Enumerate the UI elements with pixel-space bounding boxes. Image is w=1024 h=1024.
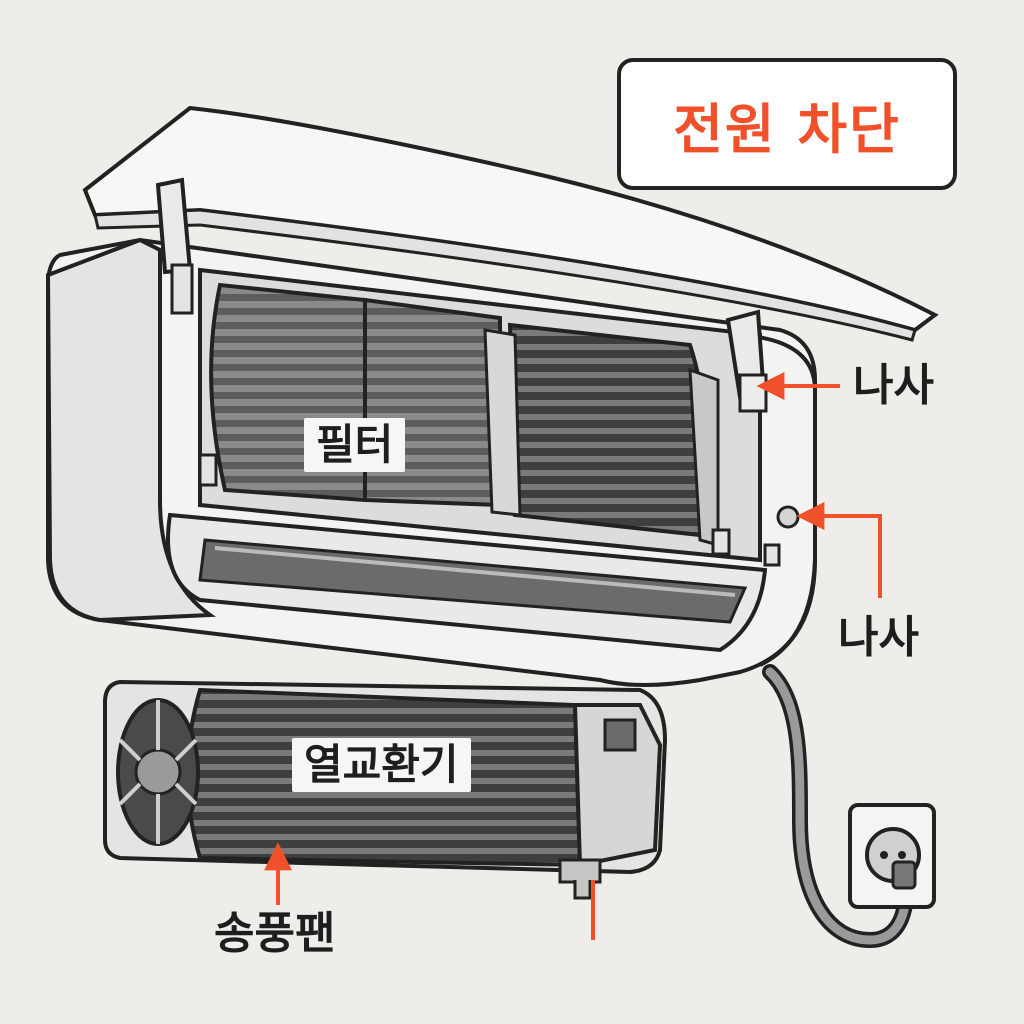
power-outlet-icon bbox=[848, 803, 936, 909]
power-plug-icon bbox=[891, 860, 917, 890]
screw-side-label: 나사 bbox=[838, 612, 919, 663]
fan-label: 송풍팬 bbox=[214, 908, 336, 959]
fan-icon bbox=[116, 698, 200, 846]
filter-panels bbox=[198, 282, 731, 556]
title-badge: 전원 차단 bbox=[617, 58, 957, 190]
screw-top-label: 나사 bbox=[853, 360, 934, 411]
power-cord bbox=[762, 664, 915, 949]
heat-exchanger-label: 열교환기 bbox=[292, 738, 471, 792]
front-cover-lid bbox=[82, 105, 939, 412]
filter-label: 필터 bbox=[304, 418, 406, 472]
annotation-arrows bbox=[264, 372, 882, 940]
title-label: 전원 차단 bbox=[673, 97, 901, 161]
